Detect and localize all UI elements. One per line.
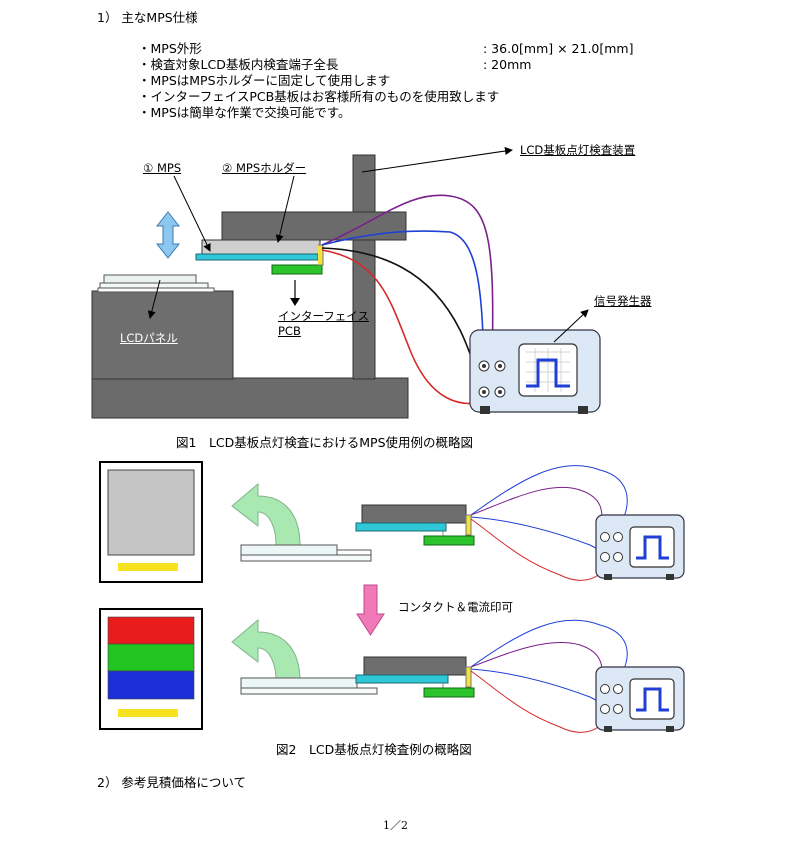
figure-1-caption: 図1 LCD基板点灯検査におけるMPS使用例の概略図	[176, 435, 474, 450]
section-2-heading: 2） 参考見積価格について	[97, 775, 247, 790]
fig1-label-device: LCD基板点灯検査装置	[520, 143, 636, 157]
fig1-label-interface-1: インターフェイス	[278, 309, 369, 323]
fig2-monitor-2-green-band	[107, 643, 195, 672]
spec-value-outline: : 36.0[mm] × 21.0[mm]	[483, 41, 634, 56]
fig1-glass-bottom	[97, 287, 215, 293]
fig2-curved-arrow-1	[231, 482, 301, 546]
fig1-updown-arrow	[155, 211, 181, 259]
fig2-monitor-2-blue-band	[107, 670, 195, 700]
fig1-mps-holder	[201, 239, 321, 255]
fig1-base-plate	[91, 377, 409, 419]
fig1-label-lcd-panel: LCDパネル	[120, 331, 178, 345]
fig1-glass-top	[103, 274, 197, 284]
fig1-wire-blue	[321, 230, 485, 366]
spec-label-holder: ・MPSはMPSホルダーに固定して使用します	[138, 73, 391, 88]
section-1-heading: 1） 主なMPS仕様	[97, 10, 198, 25]
figure-2-caption: 図2 LCD基板点灯検査例の概略図	[276, 742, 472, 757]
fig1-wire-red	[321, 249, 491, 405]
fig1-pointer-lcd	[147, 279, 161, 319]
fig1-label-signal: 信号発生器	[594, 294, 652, 308]
fig1-yellow-lead	[318, 244, 324, 266]
fig1-pointer-signal	[553, 309, 589, 343]
fig2-monitor-2-led	[118, 709, 178, 717]
fig2-bottom-pcb	[423, 687, 475, 698]
fig2-monitor-1-led	[118, 563, 178, 571]
fig2-top-holder	[361, 504, 467, 524]
spec-value-terminal-length: : 20mm	[483, 57, 532, 72]
fig2-down-arrow	[356, 584, 385, 636]
fig2-monitor-2-red-band	[107, 616, 195, 645]
spec-label-interface: ・インターフェイスPCB基板はお客様所有のものを使用致します	[138, 89, 500, 104]
fig1-pointer-holder	[275, 175, 295, 243]
fig1-glass-mid	[99, 282, 209, 289]
fig1-mps	[195, 253, 319, 261]
fig1-label-mps: ① MPS	[143, 161, 182, 175]
fig1-pointer-mps	[173, 175, 211, 252]
fig1-label-holder: ② MPSホルダー	[222, 161, 307, 175]
fig1-lcd-block	[91, 290, 234, 380]
page-number: 1／2	[383, 819, 408, 832]
fig1-wire-purple	[321, 194, 494, 366]
spec-label-replace: ・MPSは簡単な作業で交換可能です。	[138, 105, 351, 120]
fig2-curved-arrow-2	[231, 618, 301, 682]
spec-label-terminal-length: ・検査対象LCD基板内検査端子全長	[138, 57, 339, 72]
fig2-label-contact: コンタクト＆電流印可	[398, 600, 513, 614]
fig2-top-pcb	[423, 535, 475, 546]
fig1-pointer-device	[361, 147, 513, 173]
spec-label-outline: ・MPS外形	[138, 41, 202, 56]
fig1-pulse-wave	[526, 358, 570, 388]
fig1-label-interface-2: PCB	[278, 324, 301, 338]
fig2-bottom-holder	[363, 656, 467, 676]
fig1-interface-pcb	[271, 264, 323, 275]
fig2-monitor-1-screen	[107, 469, 195, 556]
